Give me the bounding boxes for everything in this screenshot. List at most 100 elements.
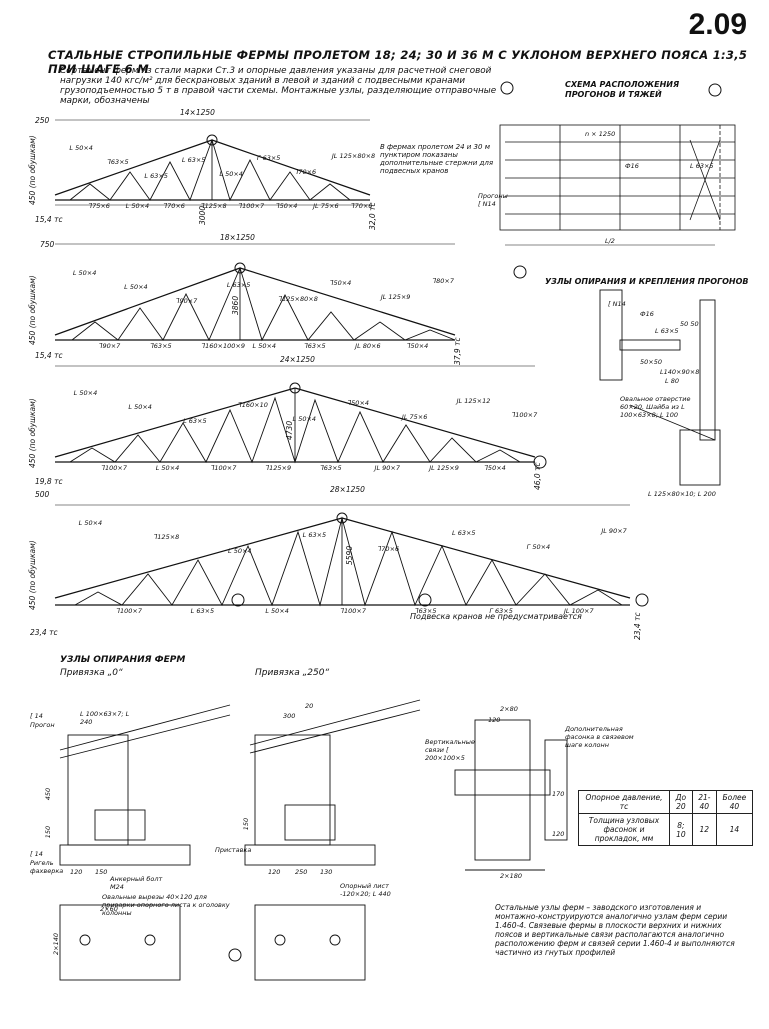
node0-2x60: 2×60 (100, 905, 118, 913)
truss1-span: 14×1250 (180, 108, 215, 117)
member-label: ᒣ160×10 (238, 401, 268, 409)
member-label: JL 80×6 (353, 342, 380, 350)
pressure-header-3: Более 40 (715, 790, 754, 814)
member-label: L 63×5 (182, 156, 206, 164)
truss2-span: 18×1250 (220, 233, 255, 242)
support-l125: L 125×80×10; L 200 (648, 490, 716, 498)
support-n14: [ N14 (608, 300, 626, 308)
node250-150: 150 (242, 817, 251, 831)
node0-rigel: Ригель фахверка (30, 859, 64, 875)
member-label: ᒣ63×5 (415, 607, 437, 615)
truss-4 (54, 504, 631, 607)
member-label: ᒣ100×7 (210, 464, 237, 472)
member-label: ᒣ70×6 (294, 168, 316, 176)
member-label: L 63×5 (452, 529, 476, 537)
node250-dim-120: 120 (268, 868, 281, 876)
member-label: Г 50×4 (527, 543, 551, 551)
support-s: 50×50 (640, 358, 662, 366)
member-label: ᒣ100×7 (238, 202, 265, 210)
member-label: ᒣ100×7 (511, 411, 538, 419)
vert-dim-170: 170 (552, 790, 565, 798)
node0-progon: Прогон (30, 721, 55, 729)
member-label: ᒣ70×6 (351, 202, 373, 210)
member-label: ᒣ63×5 (304, 342, 326, 350)
truss3-h: 450 (по обушкам) (28, 398, 37, 468)
truss2-load-l: 15,4 тс (35, 351, 63, 360)
privyazka-250: Привязка „250“ (255, 668, 330, 678)
member-label: ᒣ70×6 (377, 545, 399, 553)
node0-c14b: [ 14 (30, 850, 43, 858)
member-label: ᒣ63×5 (107, 158, 129, 166)
support-phi: Ф16 (640, 310, 654, 318)
support-dims: 50 50 (680, 320, 699, 328)
pressure-header-2: 21-40 (691, 790, 717, 814)
truss2-r: 3860 (231, 296, 240, 315)
span-note: В фермах пролетом 24 и 30 м пунктиром по… (380, 143, 494, 175)
truss1-load-r: 32,0 тс (368, 202, 377, 230)
thickness-3: 14 (715, 813, 754, 846)
member-label: L 50×4 (69, 144, 93, 152)
node0-l100: L 100×63×7; L 240 (80, 710, 130, 726)
member-label: ᒣ50×4 (347, 399, 369, 407)
member-label: Г 63×5 (257, 154, 281, 162)
table-row: Опорное давление, тс До 20 21-40 Более 4… (578, 790, 754, 814)
truss4-left: 500 (35, 490, 50, 499)
member-label: ᒣ50×4 (407, 342, 429, 350)
member-label: ᒣ50×4 (330, 279, 352, 287)
member-label: L 63×5 (191, 607, 215, 615)
member-label: L 50×4 (79, 519, 103, 527)
vert-2x180: 2×180 (500, 872, 522, 880)
member-label: L 63×5 (144, 172, 168, 180)
node0-dim-150: 150 (95, 868, 108, 876)
thickness-1: 8; 10 (668, 813, 693, 846)
node-privyazka-0 (59, 704, 231, 981)
truss1-dim: 3000 (198, 206, 207, 225)
purlin-scheme-title: СХЕМА РАСПОЛОЖЕНИЯ ПРОГОНОВ И ТЯЖЕЙ (565, 80, 680, 99)
member-label: L 63×5 (183, 417, 207, 425)
page-number: 2.09 (688, 8, 747, 41)
member-label: L 50×4 (124, 283, 148, 291)
table-row: Толщина узловых фасонок и прокладок, мм … (578, 813, 754, 846)
pressure-header-1: До 20 (668, 790, 693, 814)
member-label: ᒣ50×4 (276, 202, 298, 210)
pressure-header-label: Опорное давление, тс (578, 790, 670, 814)
member-label: ᒣ100×7 (340, 607, 367, 615)
member-label: JL 100×7 (562, 607, 594, 615)
member-label: JL 90×7 (373, 464, 401, 472)
privyazka-0: Привязка „0“ (60, 668, 123, 678)
member-label: ᒣ90×7 (99, 342, 122, 350)
member-label: JL 125×9 (427, 464, 459, 472)
assembly-marks (206, 81, 722, 962)
truss4-crane-note: Подвеска кранов не предусматривается (410, 612, 582, 621)
intro-note: Сортамент ферм из стали марки Ст.3 и опо… (60, 66, 497, 106)
vert-2x80: 2×80 (500, 705, 518, 713)
truss-3 (54, 365, 536, 464)
purlin-half: L/2 (605, 237, 615, 245)
member-label: ᒣ125×8 (201, 202, 227, 210)
node250-20: 20 (305, 702, 314, 710)
truss1-h: 450 (по обушкам) (28, 135, 37, 205)
node0-450: 450 (44, 787, 53, 801)
truss3-load-l: 19,8 тс (35, 477, 63, 486)
bottom-note: Остальные узлы ферм – заводского изготов… (495, 903, 735, 957)
purlin-n-label: n × 1250 (585, 130, 616, 138)
member-label: ᒣ160×100×9 (201, 342, 245, 350)
truss3-span: 24×1250 (280, 355, 315, 364)
member-label: ᒣ125×80×8 (278, 295, 318, 303)
member-label: ᒣ63×5 (150, 342, 172, 350)
purlin-phi: Ф16 (625, 162, 639, 170)
member-label: JL 90×7 (599, 527, 627, 535)
member-label: ᒣ63×5 (320, 464, 342, 472)
vert-svyazi: Вертикальные связи [ 200×100×5 (425, 738, 475, 762)
member-label: L 50×4 (156, 464, 180, 472)
truss3-r: 4730 (285, 421, 294, 440)
member-label: ᒣ80×7 (432, 277, 455, 285)
truss3-load-r: 46,0 тс (533, 462, 542, 490)
node0-150: 150 (44, 825, 53, 839)
truss4-span: 28×1250 (330, 485, 365, 494)
node0-dim-120: 120 (70, 868, 83, 876)
vert-dop: Дополнительная фасонка в связевом шаге к… (565, 725, 634, 749)
member-label: ᒣ90×7 (176, 297, 199, 305)
node0-c14: [ 14 (30, 712, 43, 720)
member-label: L 50×4 (219, 170, 243, 178)
